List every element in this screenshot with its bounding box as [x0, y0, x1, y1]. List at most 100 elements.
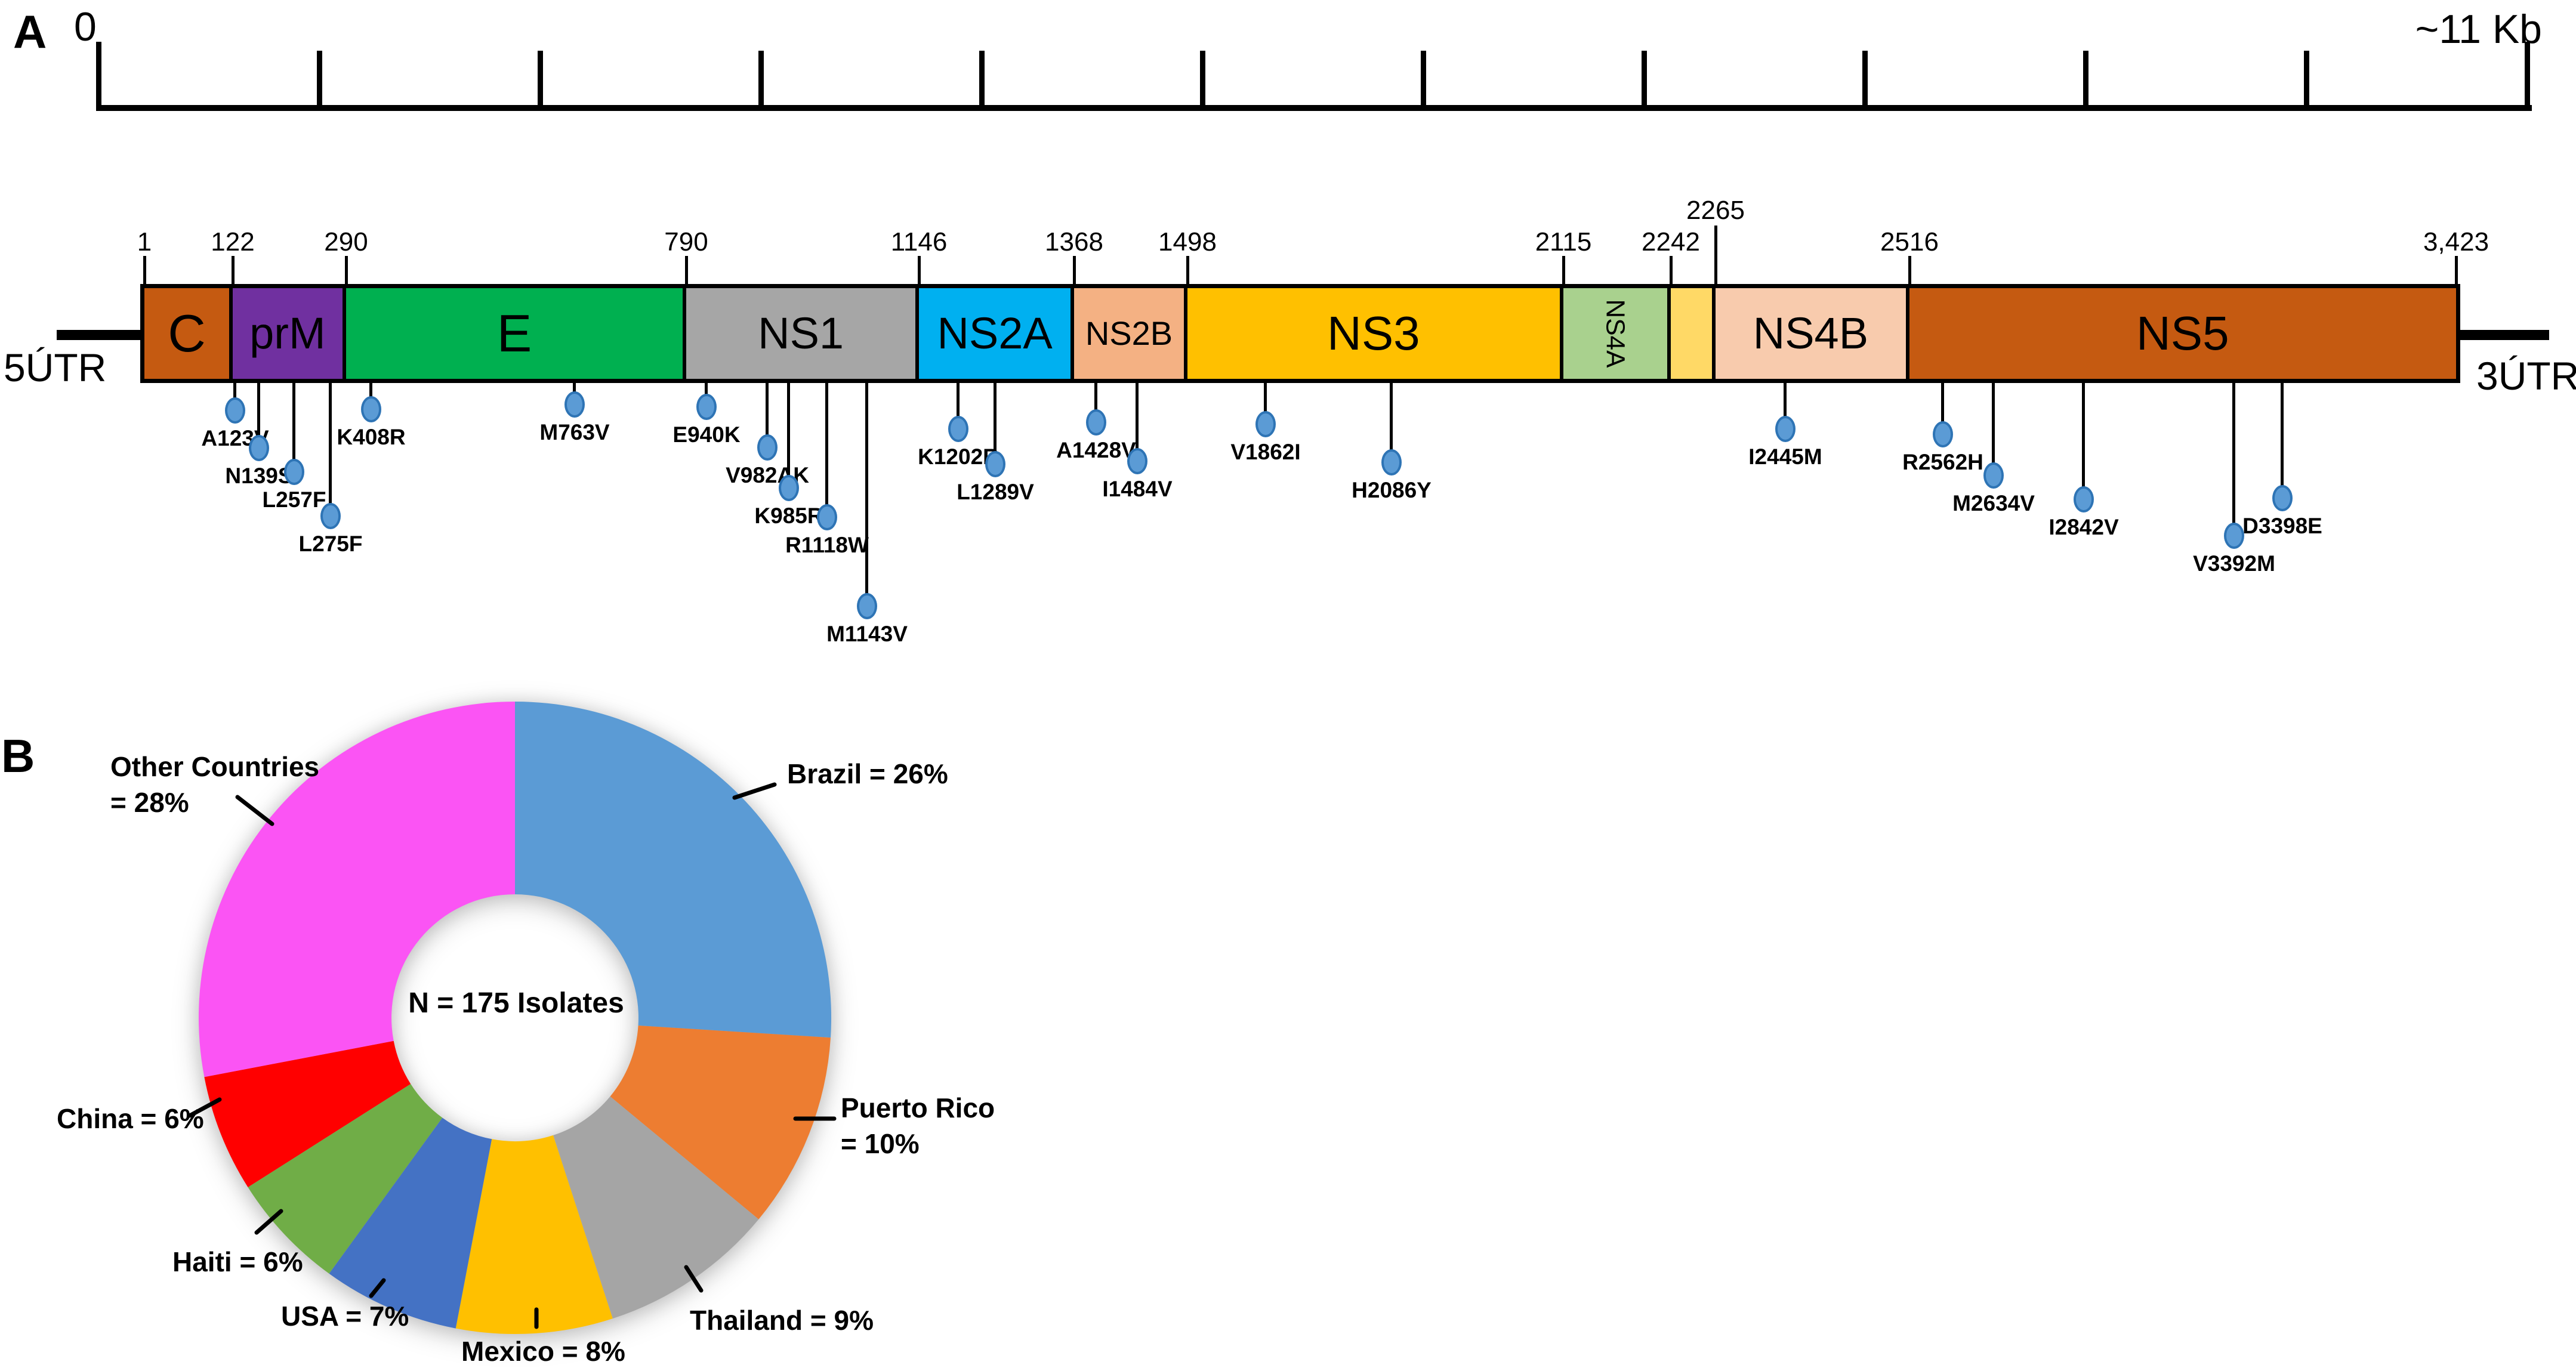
gene-label: NS1	[758, 308, 844, 358]
pie-label-haiti: Haiti = 6%	[172, 1246, 303, 1277]
position-tick	[1073, 256, 1076, 287]
ruler-tick-minor	[2083, 51, 2088, 110]
position-tick	[685, 256, 688, 287]
mutation-marker	[817, 504, 837, 530]
pie-slice-other-countries	[199, 702, 515, 1077]
pie-label-other-countries-line2: = 28%	[110, 786, 189, 818]
mutation-stem	[1784, 382, 1787, 429]
pie-slice-mexico	[455, 1135, 613, 1335]
mutation-label: L1289V	[957, 480, 1034, 504]
leader-line-thailand	[684, 1265, 704, 1293]
mutation-stem	[1992, 382, 1995, 475]
mutation-label: V3392M	[2193, 551, 2275, 576]
mutation-label: R2562H	[1902, 450, 1983, 474]
gene-label: NS4B	[1753, 308, 1869, 358]
position-tick	[1186, 256, 1189, 287]
leader-line-other-countries	[235, 795, 274, 826]
mutation-marker	[779, 475, 799, 501]
mutation-marker	[1775, 416, 1796, 442]
position-tick	[232, 256, 235, 287]
leader-line-haiti	[254, 1209, 283, 1235]
mutation-stem	[2232, 382, 2235, 536]
mutation-marker	[985, 451, 1005, 477]
pie-label-china: China = 6%	[57, 1103, 204, 1134]
gene-label: NS2B	[1085, 314, 1173, 352]
mutation-stem	[825, 382, 828, 517]
position-label: 1498	[1158, 227, 1217, 257]
ruler-baseline	[96, 105, 2532, 111]
utr5-line	[57, 330, 144, 340]
position-tick	[1908, 256, 1911, 287]
ruler-tick-minor	[538, 51, 543, 110]
ruler-tick-major	[2525, 42, 2530, 110]
position-label: 122	[211, 227, 255, 257]
position-tick	[2455, 256, 2458, 287]
pie-label-mexico: Mexico = 8%	[461, 1336, 625, 1367]
gene-segment-C: C	[144, 288, 233, 379]
mutation-marker	[696, 394, 717, 420]
mutation-label: H2086Y	[1352, 478, 1432, 502]
position-label: 1146	[890, 227, 948, 257]
mutation-stem	[994, 382, 997, 464]
ruler-tick-minor	[317, 51, 322, 110]
ruler-tick-minor	[979, 51, 985, 110]
position-label: 790	[664, 227, 708, 257]
mutation-marker	[2224, 523, 2244, 549]
position-label: 2115	[1535, 227, 1592, 257]
pie-label-other-countries-line1: Other Countries	[110, 751, 320, 782]
panel-b-label: B	[1, 730, 35, 782]
mutation-marker	[2074, 486, 2094, 512]
gene-segment-NS1: NS1	[686, 288, 920, 379]
mutation-stem	[1264, 382, 1267, 424]
mutation-stem	[233, 382, 236, 410]
position-tick	[1562, 256, 1565, 287]
gene-label: E	[496, 304, 532, 363]
mutation-stem	[292, 382, 295, 472]
leader-line-china	[187, 1097, 222, 1118]
mutation-stem	[1390, 382, 1393, 462]
mutation-marker	[948, 416, 968, 442]
mutation-label: D3398E	[2242, 514, 2322, 538]
pie-label-thailand: Thailand = 9%	[690, 1305, 874, 1336]
mutation-stem	[329, 382, 332, 516]
mutation-marker	[1381, 449, 1402, 475]
mutation-stem	[1941, 382, 1944, 434]
gene-label: NS3	[1327, 307, 1420, 360]
ruler-tick-minor	[1200, 51, 1205, 110]
pie-label-puerto-rico-line2: = 10%	[841, 1128, 920, 1159]
mutation-stem	[1136, 382, 1139, 461]
gene-label: prM	[249, 308, 326, 358]
ruler-tick-minor	[1642, 51, 1647, 110]
mutation-label: N139S	[225, 464, 293, 488]
mutation-stem	[2082, 382, 2085, 499]
mutation-label: L275F	[298, 532, 363, 556]
utr3-label: 3ÚTR	[2476, 354, 2576, 398]
mutation-stem	[1094, 382, 1097, 422]
position-label: 3,423	[2423, 227, 2489, 257]
mutation-label: I1484V	[1102, 477, 1173, 501]
mutation-marker	[1933, 421, 1953, 447]
ruler-tick-minor	[2304, 51, 2309, 110]
gene-segment-NS4B: NS4B	[1716, 288, 1909, 379]
utr5-label: 5ÚTR	[4, 345, 107, 390]
mutation-marker	[857, 593, 877, 619]
pie-label-brazil: Brazil = 26%	[787, 758, 948, 789]
mutation-marker	[1255, 411, 1276, 437]
position-label: 2242	[1642, 227, 1700, 257]
mutation-stem	[369, 382, 372, 409]
mutation-marker	[564, 391, 585, 418]
gene-segment-2k-peptide	[1670, 288, 1716, 379]
mutation-label: I2842V	[2049, 515, 2119, 539]
position-label: 1368	[1045, 227, 1103, 257]
mutation-label: L257F	[262, 487, 326, 512]
ruler-tick-minor	[1862, 51, 1868, 110]
mutation-stem	[2281, 382, 2284, 498]
position-tick	[918, 256, 921, 287]
pie-slice-china	[204, 1040, 411, 1187]
donut-center-label: N = 175 Isolates	[408, 987, 624, 1019]
ruler-tick-minor	[1421, 51, 1426, 110]
gene-segment-E: E	[345, 288, 687, 379]
gene-segment-NS2B: NS2B	[1074, 288, 1187, 379]
